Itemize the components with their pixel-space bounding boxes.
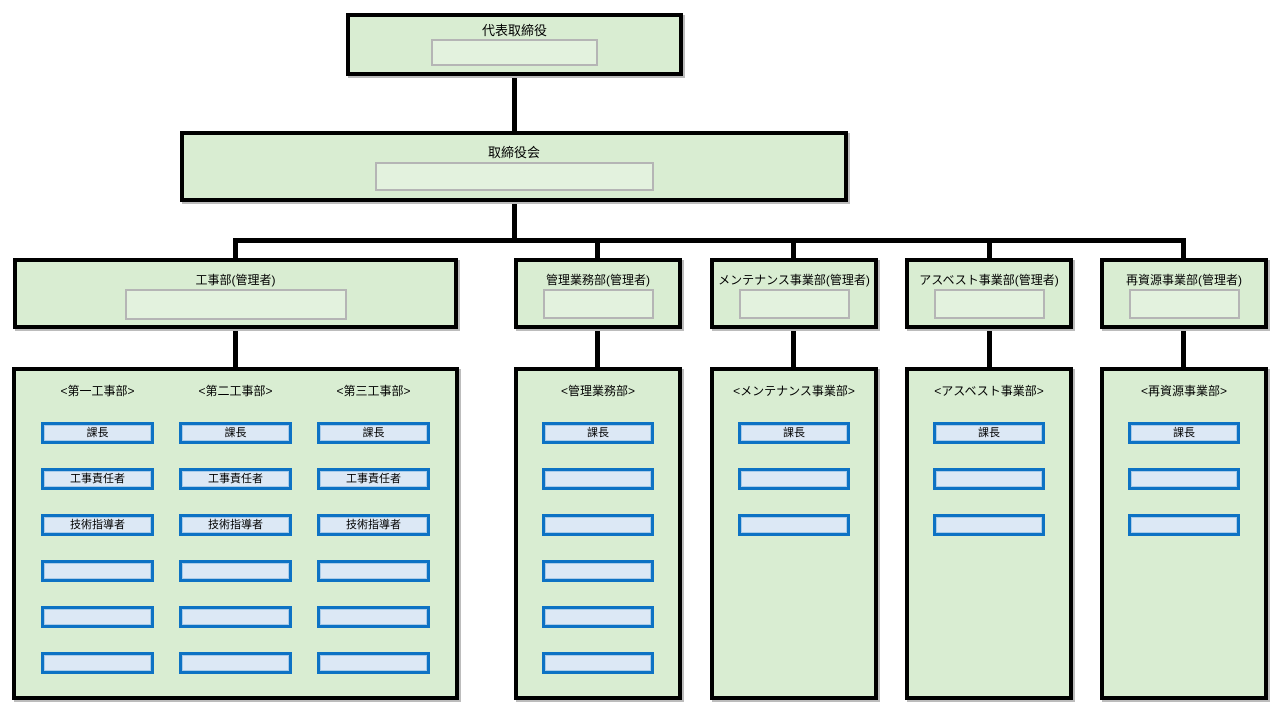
role-slot-empty (41, 560, 154, 582)
name-field (431, 39, 598, 66)
role-slot-empty (1128, 468, 1240, 490)
role-slot-empty (317, 606, 430, 628)
role-slot-empty (179, 560, 292, 582)
name-field (738, 289, 850, 319)
role-slot-empty (542, 560, 654, 582)
group-construction: <第一工事部> 課長 工事責任者 技術指導者 <第二工事部> 課長 工事責任者 … (12, 367, 459, 700)
role-slot: 工事責任者 (179, 468, 292, 490)
node-title: メンテナンス事業部(管理者) (718, 273, 870, 287)
role-slot: 技術指導者 (41, 514, 154, 536)
role-slot: 工事責任者 (41, 468, 154, 490)
connector-dept-to-group-construction (233, 329, 238, 367)
name-field (124, 289, 347, 320)
role-slot-empty (1128, 514, 1240, 536)
role-slot: 課長 (933, 422, 1045, 444)
name-field (542, 289, 654, 319)
node-title: 代表取締役 (481, 23, 547, 38)
node-dept-maintenance: メンテナンス事業部(管理者) (710, 258, 878, 329)
node-title: 工事部(管理者) (195, 273, 276, 287)
role-slot-empty (317, 560, 430, 582)
role-slot: 技術指導者 (179, 514, 292, 536)
role-slot-empty (933, 468, 1045, 490)
node-representative-director: 代表取締役 (346, 13, 683, 76)
connector-drop-dept-admin (595, 238, 600, 258)
connector-dept-to-group-maintenance (791, 329, 796, 367)
role-slot-empty (542, 652, 654, 674)
connector-dept-to-group-admin (595, 329, 600, 367)
group-asbestos: <アスベスト事業部> 課長 (905, 367, 1073, 700)
role-slot-empty (179, 606, 292, 628)
connector-drop-dept-maintenance (791, 238, 796, 258)
role-slot-empty (41, 652, 154, 674)
role-slot: 課長 (1128, 422, 1240, 444)
node-dept-recycle: 再資源事業部(管理者) (1100, 258, 1268, 329)
role-slot: 課長 (41, 422, 154, 444)
connector-drop-dept-construction (233, 238, 238, 258)
role-slot-empty (738, 468, 850, 490)
column-second-construction: <第二工事部> 課長 工事責任者 技術指導者 (179, 371, 292, 674)
column-title: <第一工事部> (60, 384, 135, 398)
group-admin: <管理業務部> 課長 (514, 367, 682, 700)
connector-dept-to-group-asbestos (987, 329, 992, 367)
name-field (374, 162, 654, 191)
group-maintenance: <メンテナンス事業部> 課長 (710, 367, 878, 700)
node-title: 再資源事業部(管理者) (1126, 273, 1242, 287)
role-slot-empty (933, 514, 1045, 536)
connector-drop-dept-recycle (1181, 238, 1186, 258)
column-asbestos: <アスベスト事業部> 課長 (933, 371, 1045, 536)
role-slot: 課長 (738, 422, 850, 444)
column-admin: <管理業務部> 課長 (542, 371, 654, 674)
column-title: <メンテナンス事業部> (733, 384, 855, 398)
role-slot-empty (179, 652, 292, 674)
group-recycle: <再資源事業部> 課長 (1100, 367, 1268, 700)
connector-board-trunk (512, 202, 517, 238)
node-board-of-directors: 取締役会 (180, 131, 848, 202)
role-slot-empty (41, 606, 154, 628)
role-slot-empty (738, 514, 850, 536)
role-slot: 課長 (542, 422, 654, 444)
column-third-construction: <第三工事部> 課長 工事責任者 技術指導者 (317, 371, 430, 674)
role-slot: 課長 (317, 422, 430, 444)
role-slot-empty (317, 652, 430, 674)
connector-horizontal-bus (233, 238, 1186, 243)
node-dept-construction: 工事部(管理者) (13, 258, 458, 329)
role-slot: 課長 (179, 422, 292, 444)
column-title: <アスベスト事業部> (934, 384, 1044, 398)
node-title: 取締役会 (487, 145, 540, 160)
role-slot-empty (542, 468, 654, 490)
node-title: 管理業務部(管理者) (546, 273, 650, 287)
column-title: <再資源事業部> (1140, 384, 1228, 398)
role-slot-empty (542, 606, 654, 628)
node-title: アスベスト事業部(管理者) (919, 273, 1059, 287)
role-slot: 技術指導者 (317, 514, 430, 536)
column-title: <管理業務部> (560, 384, 636, 398)
role-slot-empty (542, 514, 654, 536)
node-dept-admin: 管理業務部(管理者) (514, 258, 682, 329)
role-slot: 工事責任者 (317, 468, 430, 490)
connector-top-to-board (512, 76, 517, 131)
name-field (933, 289, 1045, 319)
connector-drop-dept-asbestos (987, 238, 992, 258)
column-recycle: <再資源事業部> 課長 (1128, 371, 1240, 536)
column-title: <第三工事部> (336, 384, 411, 398)
column-maintenance: <メンテナンス事業部> 課長 (733, 371, 855, 536)
column-title: <第二工事部> (198, 384, 273, 398)
connector-dept-to-group-recycle (1181, 329, 1186, 367)
name-field (1128, 289, 1240, 319)
column-first-construction: <第一工事部> 課長 工事責任者 技術指導者 (41, 371, 154, 674)
node-dept-asbestos: アスベスト事業部(管理者) (905, 258, 1073, 329)
